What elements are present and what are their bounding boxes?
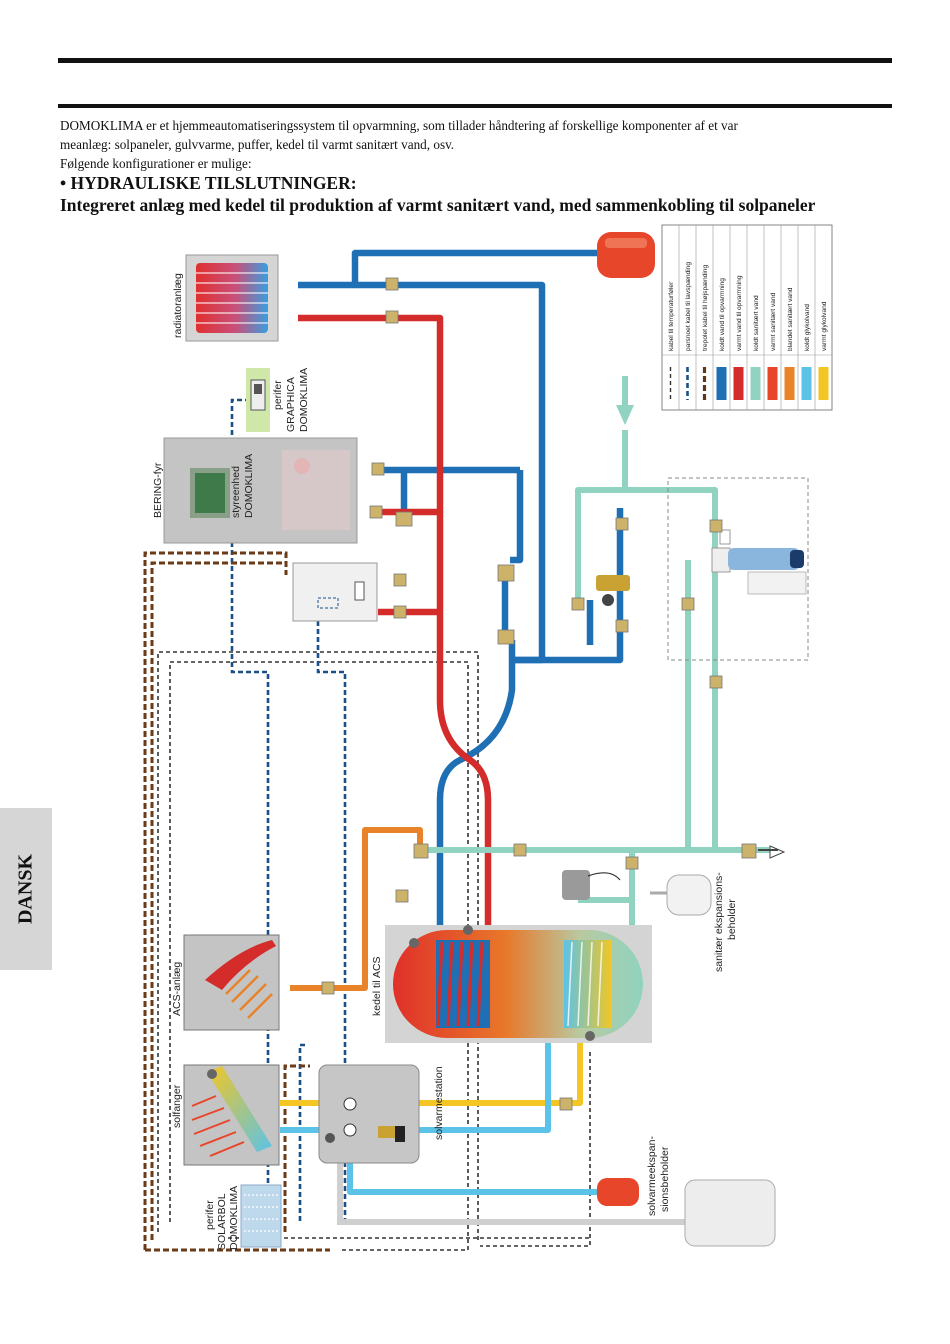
label-control-2: DOMOKLIMA bbox=[243, 454, 255, 518]
label-sanitary-exp-1: sanitær ekspansions- bbox=[713, 872, 725, 972]
sanitary-expansion-vessel bbox=[650, 874, 712, 916]
legend-item-label: varmt glykolvand bbox=[821, 301, 828, 351]
label-solar-exp-1: solvarmeekspan- bbox=[646, 1136, 658, 1216]
acs-tap-unit bbox=[183, 934, 280, 1031]
softener-unit bbox=[667, 477, 809, 661]
label-graphica-3: DOMOKLIMA bbox=[298, 368, 310, 432]
safety-valve bbox=[562, 870, 621, 900]
solar-fluid-tank bbox=[684, 1179, 776, 1247]
solar-coil bbox=[564, 940, 612, 1028]
label-solar-station: solvarmestation bbox=[433, 1066, 445, 1140]
section-heading: • HYDRAULISKE TILSLUTNINGER: bbox=[60, 173, 357, 193]
top-rule-thin bbox=[58, 104, 892, 108]
legend-item-label: kabel til temperaturføler bbox=[668, 281, 675, 351]
high-voltage-cables bbox=[143, 551, 330, 1252]
cold-sanitary-inlet-arrow bbox=[616, 376, 634, 425]
bering-boiler bbox=[163, 437, 358, 544]
section-subheading: Integreret anlæg med kedel til produktio… bbox=[60, 195, 816, 215]
legend-item-label: varmt vand til opvarmning bbox=[736, 275, 743, 351]
cold-heating-pipes bbox=[298, 249, 624, 940]
label-acs-plant: ACS-anlæg bbox=[171, 962, 183, 1016]
solar-pump-station bbox=[318, 1064, 420, 1164]
legend-item-label: koldt sanitært vand bbox=[753, 295, 760, 351]
label-solarbol-2: SOLARBOL bbox=[216, 1193, 228, 1250]
cold-sanitary-pipes bbox=[420, 430, 770, 940]
language-tab: DANSK bbox=[0, 808, 52, 970]
label-solarbol-3: DOMOKLIMA bbox=[228, 1186, 240, 1250]
intro-line-2: meanlæg: solpaneler, gulvvarme, puffer, … bbox=[60, 137, 455, 152]
legend-item-label: koldt vand til opvarmning bbox=[719, 278, 726, 351]
legend-item-label: varmt sanitært vand bbox=[770, 292, 777, 351]
legend-item-swatch bbox=[750, 367, 761, 400]
label-solar-exp-2: sionsbeholder bbox=[659, 1146, 671, 1212]
heating-expansion-vessel bbox=[597, 232, 655, 278]
label-graphica-2: GRAPHICA bbox=[285, 377, 297, 432]
label-graphica-1: perifer bbox=[272, 380, 284, 410]
graphica-display bbox=[246, 368, 270, 432]
legend: kabel til temperaturføler parsnoet kabel … bbox=[661, 224, 833, 411]
legend-item-label: blandet sanitært vand bbox=[787, 287, 794, 351]
label-radiator: radiatoranlæg bbox=[172, 273, 184, 338]
intro-line-1: DOMOKLIMA er et hjemmeautomatiseringssys… bbox=[60, 118, 738, 133]
acs-storage-tank bbox=[385, 925, 652, 1043]
pipe-valves bbox=[321, 277, 757, 1111]
label-collector: solfanger bbox=[171, 1084, 183, 1128]
solar-expansion-vessel bbox=[597, 1178, 639, 1206]
grey-pipe bbox=[337, 1160, 685, 1225]
hot-heating-pipes bbox=[298, 314, 492, 940]
legend-item-label: parsnoet kabel til lavspænding bbox=[685, 262, 692, 351]
thermostatic-mixing-valve bbox=[596, 575, 630, 606]
label-boiler: BERING-fyr bbox=[152, 462, 164, 518]
legend-item-swatch bbox=[716, 367, 727, 400]
legend-item-label: trepolet kabel til højspænding bbox=[702, 265, 709, 351]
radiator bbox=[185, 254, 279, 342]
solarbol-controller bbox=[240, 1184, 282, 1248]
top-rule-thick bbox=[58, 58, 892, 63]
heating-coil bbox=[436, 940, 490, 1028]
intro-text: DOMOKLIMA er et hjemmeautomatiseringssys… bbox=[60, 116, 900, 173]
low-voltage-cables bbox=[230, 398, 347, 1232]
mixed-sanitary-pipe bbox=[290, 827, 423, 991]
outlet-tap bbox=[758, 845, 786, 859]
label-kedel: kedel til ACS bbox=[371, 956, 383, 1016]
solar-collector bbox=[183, 1064, 280, 1166]
label-control-1: styreenhed bbox=[230, 466, 242, 518]
legend-item-swatch bbox=[767, 367, 778, 400]
label-sanitary-exp-2: beholder bbox=[726, 899, 738, 940]
legend-item-swatch bbox=[733, 367, 744, 400]
legend-item-swatch bbox=[818, 367, 829, 400]
intro-line-3: Følgende konfigurationer er mulige: bbox=[60, 156, 252, 171]
label-solarbol-1: perifer bbox=[204, 1200, 216, 1230]
legend-item-swatch bbox=[784, 367, 795, 400]
legend-item-swatch bbox=[801, 367, 812, 400]
legend-item-label: koldt glykolvand bbox=[804, 304, 811, 351]
domoklima-control-panel bbox=[292, 562, 378, 622]
